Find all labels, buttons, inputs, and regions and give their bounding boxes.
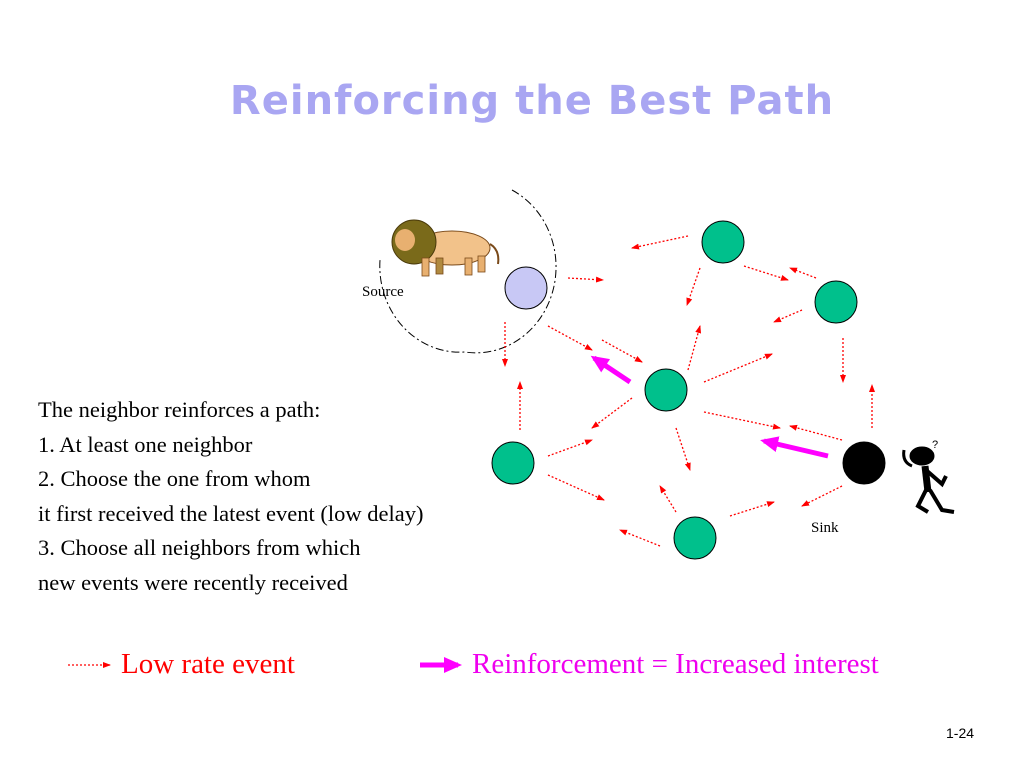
confused-stick-figure-icon: ?: [902, 439, 955, 514]
node: [644, 368, 688, 412]
low-rate-legend-label: Low rate event: [121, 648, 295, 680]
explanation-line: 2. Choose the one from whom: [38, 466, 311, 491]
sink-node: [842, 441, 886, 485]
lion-icon: [391, 219, 500, 277]
explanation-line: 3. Choose all neighbors from which: [38, 535, 361, 560]
network-nodes: [491, 220, 886, 560]
source-node: [504, 266, 548, 310]
source-label: Source: [362, 284, 404, 300]
explanation-line: The neighbor reinforces a path:: [38, 397, 321, 422]
page-number: 1-24: [946, 725, 975, 741]
source-range-arc: [379, 189, 557, 354]
explanation-line: 1. At least one neighbor: [38, 431, 253, 457]
explanation-line: new events were recently received: [38, 569, 348, 595]
explanation-text: The neighbor reinforces a path: 1. At le…: [38, 393, 423, 600]
reinforcement-arrows: [590, 355, 829, 459]
low-rate-arrows: [502, 235, 875, 547]
reinforcement-legend-label: Reinforcement = Increased interest: [472, 648, 879, 680]
slide-title: Reinforcing the Best Path: [229, 78, 835, 124]
svg-text:?: ?: [932, 439, 938, 451]
node: [701, 220, 745, 264]
sink-label: Sink: [811, 520, 839, 536]
node: [673, 516, 717, 560]
node: [814, 280, 858, 324]
node: [491, 441, 535, 485]
explanation-line: it first received the latest event (low …: [38, 500, 424, 526]
